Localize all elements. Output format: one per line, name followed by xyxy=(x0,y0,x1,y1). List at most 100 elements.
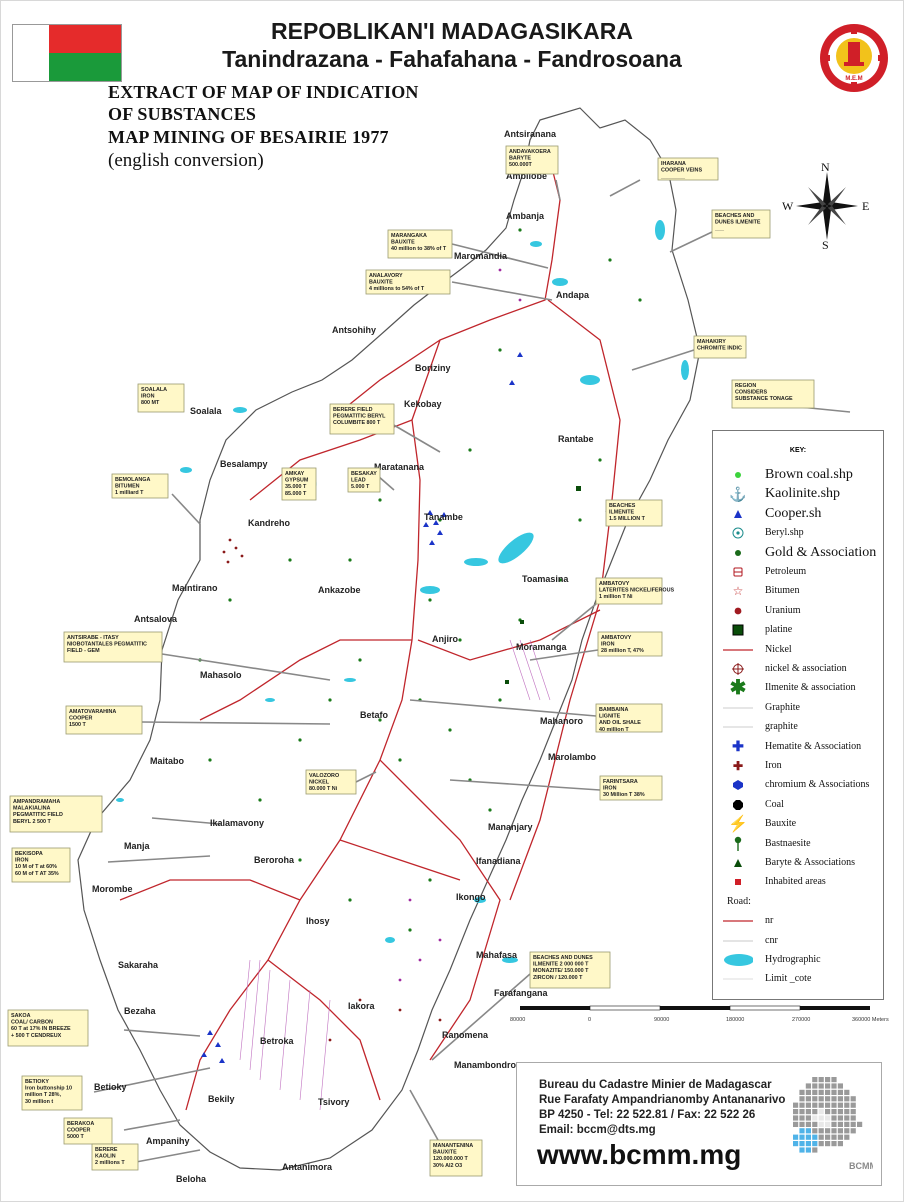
place-label: Beloha xyxy=(176,1174,207,1184)
legend-row: Coal xyxy=(713,795,885,815)
callout-text: MANANTENINA xyxy=(433,1143,473,1149)
callout-text: BAUXITE xyxy=(433,1150,457,1156)
callout-text: COLUMBITE 800 T xyxy=(333,420,381,426)
bcmm-name: Bureau du Cadastre Minier de Madagascar xyxy=(539,1079,772,1091)
legend-row: Petroleum xyxy=(713,562,885,582)
bcmm-website-link[interactable]: www.bcmm.mg xyxy=(537,1139,742,1170)
legend-label: Uranium xyxy=(765,604,801,616)
callout-text: NICKEL xyxy=(309,780,330,786)
black-octagon-icon xyxy=(723,797,753,813)
lightning-icon: ⚡ xyxy=(728,816,748,834)
legend-row: platine xyxy=(713,620,885,640)
legend-label: cnr xyxy=(765,934,778,946)
legend-label: Nickel xyxy=(765,643,792,655)
callout-text: COOPER xyxy=(67,1128,90,1134)
callout-text: REGION xyxy=(735,383,756,389)
map-title-line1: EXTRACT OF MAP OF INDICATION xyxy=(108,82,419,102)
cyan-ellipse-icon xyxy=(723,952,753,968)
callout-text: BEMOLANGA xyxy=(115,477,150,483)
callout-text: ANDAVAKOERA xyxy=(509,149,551,155)
legend-row: Gold & Association xyxy=(713,543,885,563)
place-label: Ifanadiana xyxy=(476,856,522,866)
scale-tick: 90000 xyxy=(654,1017,669,1023)
red-line-icon xyxy=(723,642,753,658)
legend-label: Inhabited areas xyxy=(765,876,826,888)
callout-text: BARYTE xyxy=(509,156,531,162)
callout-text: 1 million T Ni xyxy=(599,594,633,600)
callout-text: ILMENITE 2 000 000 T xyxy=(533,962,589,968)
place-label: Betroka xyxy=(260,1036,295,1046)
callout-text: 120.000.000 T xyxy=(433,1156,468,1162)
callout-text: BAUXITE xyxy=(369,280,393,286)
callout-text: 1500 T xyxy=(69,722,86,728)
callout-text: 85.000 T xyxy=(285,491,307,497)
callout-text: 1.5 MILLION T xyxy=(609,516,646,522)
legend-row: cnr xyxy=(713,931,885,951)
callout-text: COAL/ CARBON xyxy=(11,1020,53,1026)
blue-cross-icon: ✚ xyxy=(732,738,744,755)
limit-line-icon xyxy=(723,971,753,987)
map-title-line3: MAP MINING OF BESAIRIE 1977 xyxy=(108,127,389,147)
callout-text: 500.000T xyxy=(509,162,532,168)
place-label: Antsohihy xyxy=(332,325,376,335)
place-label: Maintirano xyxy=(172,583,218,593)
legend-label: graphite xyxy=(765,721,798,733)
callout-text: 10 M of T at 60% xyxy=(15,864,57,870)
callout-text: 80.000 T Ni xyxy=(309,786,338,792)
svg-text:M.E.M: M.E.M xyxy=(845,76,862,82)
callout-text: 800 MT xyxy=(141,400,160,406)
legend-label: Hematite & Association xyxy=(765,740,862,752)
callout-text: BEACHES AND xyxy=(715,213,754,219)
legend-label: Bastnaesite xyxy=(765,837,811,849)
legend-row: Uranium xyxy=(713,601,885,621)
callout-text: 5.000 T xyxy=(351,484,370,490)
callout-text: + 500 T CENDREUX xyxy=(11,1033,62,1039)
legend-row: Nickel xyxy=(713,640,885,660)
callout-text: GYPSUM xyxy=(285,478,309,484)
geology-lines xyxy=(239,639,551,1111)
callout-text: 5000 T xyxy=(67,1134,84,1140)
compass-n: N xyxy=(821,160,830,174)
legend-label: Coal xyxy=(765,798,784,810)
place-label: Moramanga xyxy=(516,642,568,652)
place-label: Antsalova xyxy=(134,614,178,624)
place-label: Betafo xyxy=(360,710,389,720)
legend-row: Beryl.shp xyxy=(713,523,885,543)
place-label: Betioky xyxy=(94,1082,127,1092)
callout-text: VALOZORO xyxy=(309,773,339,779)
callout-text: 30 Million T 38% xyxy=(603,792,645,798)
callout-text: BESAKAY xyxy=(351,471,377,477)
callout-text: BAMBAINA xyxy=(599,707,628,713)
legend-row: Road: xyxy=(713,892,885,912)
legend-label: Limit _cote xyxy=(765,973,812,985)
place-label: Boriziny xyxy=(415,363,451,373)
callout-text: SOALALA xyxy=(141,387,167,393)
bcmm-email[interactable]: Email: bccm@dts.mg xyxy=(539,1124,656,1136)
road-nr-4 xyxy=(379,759,501,1061)
place-label: Sakaraha xyxy=(118,960,159,970)
legend-row: ✱Ilmenite & association xyxy=(713,678,885,698)
road-nr-6 xyxy=(509,299,621,901)
scale-bar: 80000 0 90000 180000 270000 360000 Meter… xyxy=(510,1005,889,1023)
place-label: Morombe xyxy=(92,884,133,894)
dark-red-dot-icon xyxy=(723,603,753,619)
place-label: Manambondro xyxy=(454,1060,517,1070)
callout-text: 4 millions to 54% of T xyxy=(369,286,425,292)
callout-text: AMPANDRAMAHA xyxy=(13,799,60,805)
cooper-points xyxy=(201,352,523,1063)
callout-text: AMATOVARAHINA xyxy=(69,709,116,715)
callout-text: 60 T at 17% IN BREEZE xyxy=(11,1026,71,1032)
callout-text: BERAKOA xyxy=(67,1121,94,1127)
callout-text: IRON xyxy=(603,786,617,792)
